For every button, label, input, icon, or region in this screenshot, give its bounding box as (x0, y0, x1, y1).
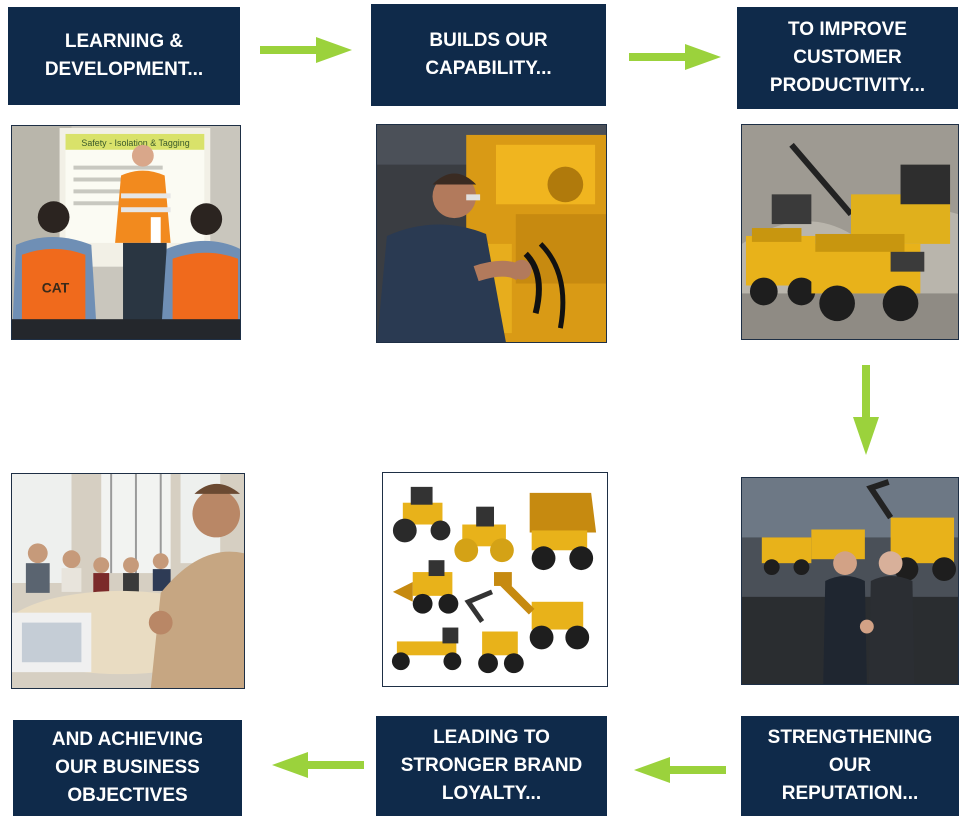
step-text-line: CAPABILITY... (425, 58, 552, 79)
step-text-line: OBJECTIVES (67, 785, 188, 806)
photo-mining-trucks (741, 124, 959, 340)
photo-business-meeting (11, 473, 245, 689)
arrow-right-icon (629, 44, 721, 70)
step-improve-productivity: TO IMPROVE CUSTOMER PRODUCTIVITY... (737, 7, 958, 109)
step-text-line: AND ACHIEVING (51, 729, 204, 750)
step-text-line: OUR (828, 755, 872, 776)
step-text-line: STRONGER BRAND (400, 755, 583, 776)
step-learning-development: LEARNING & DEVELOPMENT... (8, 7, 240, 105)
arrow-left-icon (634, 757, 726, 783)
step-text-line: TO IMPROVE (788, 19, 907, 40)
arrow-left-icon (272, 752, 364, 778)
photo-technician-engine (376, 124, 607, 343)
photo-handshake-site (741, 477, 959, 685)
photo-classroom-training: Safety - Isolation & Tagging CAT (11, 125, 241, 340)
step-text-line: PRODUCTIVITY... (769, 75, 926, 96)
step-text-line: LEARNING & (64, 31, 184, 52)
step-text-line: BUILDS OUR (429, 30, 548, 51)
arrow-down-icon (853, 365, 879, 455)
vest-badge: CAT (42, 279, 70, 295)
step-text-line: OUR BUSINESS (55, 757, 200, 778)
roller-icon (392, 486, 451, 543)
step-brand-loyalty: LEADING TO STRONGER BRAND LOYALTY... (376, 716, 607, 816)
step-text-line: DEVELOPMENT... (44, 59, 204, 80)
step-strengthening-reputation: STRENGTHENING OUR REPUTATION... (741, 716, 959, 816)
step-text-line: LOYALTY... (441, 783, 542, 804)
step-text-line: CUSTOMER (793, 47, 902, 68)
arrow-right-icon (260, 37, 352, 63)
step-builds-capability: BUILDS OUR CAPABILITY... (371, 4, 606, 106)
photo-machine-collection (382, 472, 608, 687)
step-text-line: REPUTATION... (781, 783, 919, 804)
step-text-line: STRENGTHENING (767, 727, 933, 748)
slide-title: Safety - Isolation & Tagging (81, 138, 189, 148)
step-business-objectives: AND ACHIEVING OUR BUSINESS OBJECTIVES (13, 720, 242, 816)
step-text-line: LEADING TO (433, 727, 550, 748)
